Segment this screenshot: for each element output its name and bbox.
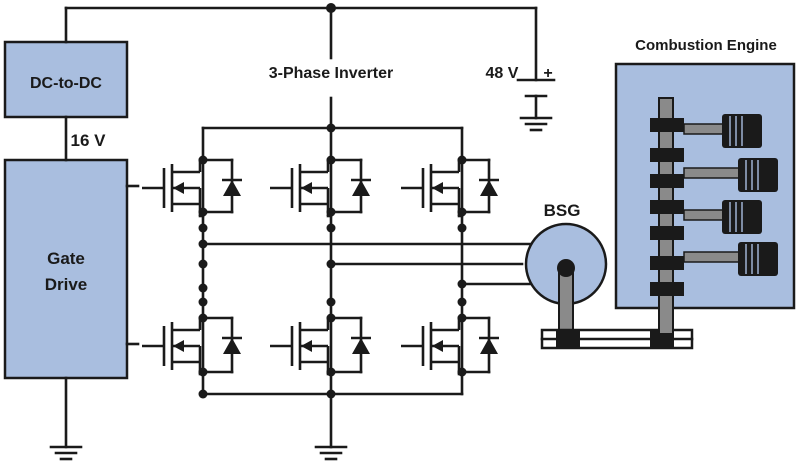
ground-icon: [519, 116, 553, 132]
dcdc-label: DC-to-DC: [30, 75, 102, 92]
bsg-motor-icon: [524, 222, 608, 341]
mosfet-icon: [140, 158, 202, 218]
power-wiring: [64, 6, 538, 449]
engine-title: Combustion Engine: [635, 37, 777, 54]
top-rail-junction-dot: [326, 3, 336, 13]
diode-icon: [220, 178, 244, 198]
gate-drive-label-line1: Gate: [47, 249, 85, 268]
mosfet-icon: [268, 158, 330, 218]
ground-icon: [49, 445, 83, 461]
diode-icon: [220, 336, 244, 356]
mosfet-icon: [140, 316, 202, 376]
battery-icon: [516, 78, 556, 120]
mosfet-icon: [399, 316, 461, 376]
voltage-16v-label: 16 V: [71, 131, 107, 150]
gate-drive-label-line2: Drive: [45, 275, 88, 294]
mosfet-icon: [268, 316, 330, 376]
bsg-label: BSG: [544, 201, 581, 220]
ground-icon: [314, 445, 348, 461]
diode-icon: [477, 178, 501, 198]
diode-icon: [349, 178, 373, 198]
diode-icon: [349, 336, 373, 356]
dcdc-block: DC-to-DC: [3, 40, 129, 119]
gate-drive-block: Gate Drive: [3, 158, 129, 380]
junction-dots: [198, 123, 467, 399]
crankshaft-icon: [650, 97, 778, 335]
battery-voltage-label: 48 V: [486, 65, 519, 82]
battery-plus-label: +: [543, 65, 552, 82]
diode-icon: [477, 336, 501, 356]
inverter-label: 3-Phase Inverter: [269, 65, 394, 82]
mosfet-icon: [399, 158, 461, 218]
